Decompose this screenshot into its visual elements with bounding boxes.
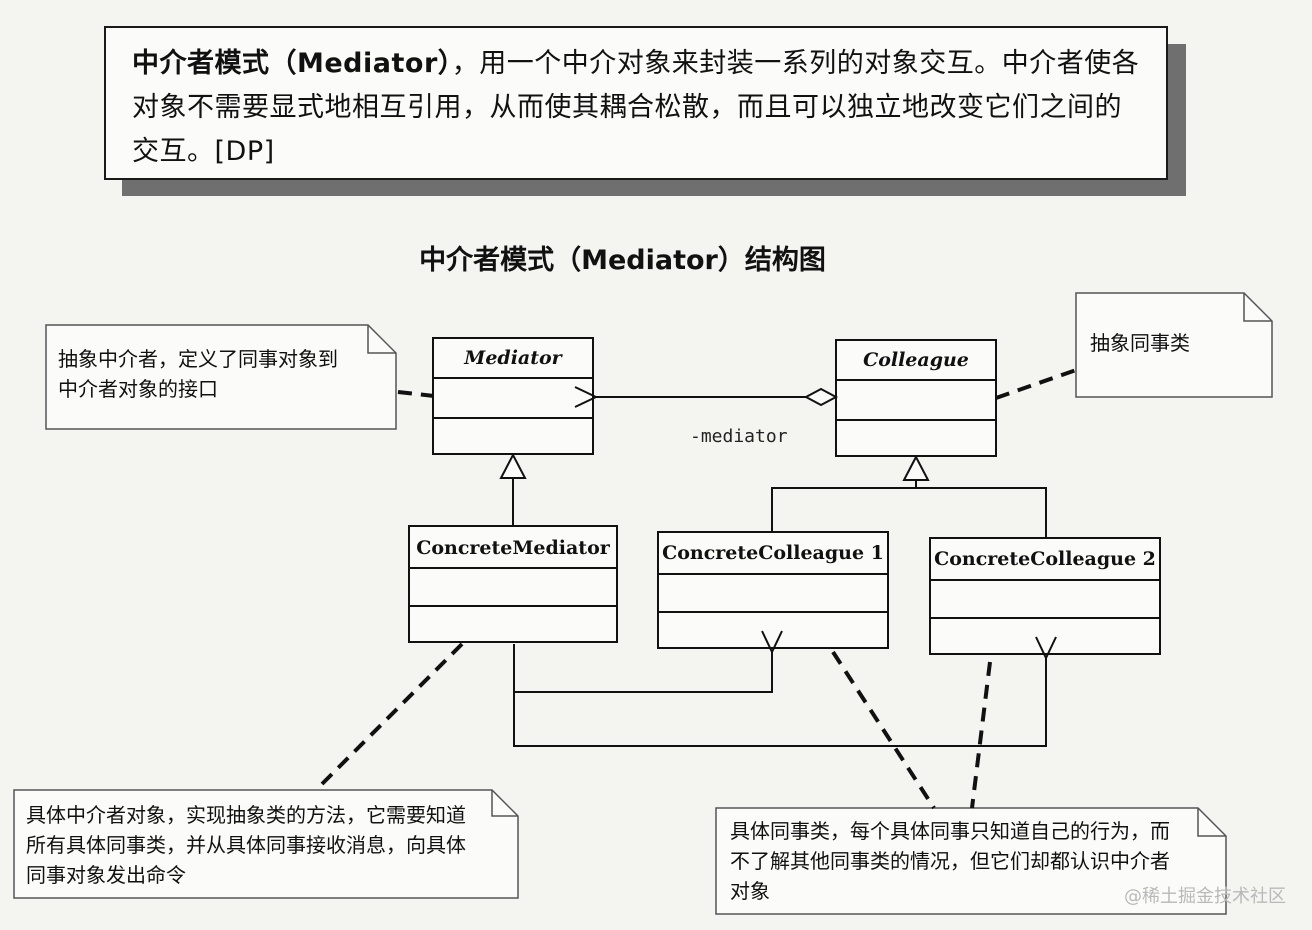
note-anchors [314,368,1077,810]
class-concrete-colleague-1-name: ConcreteColleague 1 [662,542,884,564]
watermark: @稀土掘金技术社区 [1124,886,1286,907]
note-abstract-colleague: 抽象同事类 [1090,331,1190,355]
class-concrete-colleague-2-name: ConcreteColleague 2 [934,548,1156,570]
definition-term: 中介者模式（Mediator） [132,48,452,79]
diagram-title: 中介者模式（Mediator）结构图 [419,245,826,276]
generalization-colleague [771,454,1047,538]
note-concrete-mediator: 具体中介者对象，实现抽象类的方法，它需要知道所有具体同事类，并从具体同事接收消息… [26,803,466,887]
definition-box: 中介者模式（Mediator），用一个中介对象来封装一系列的对象交互。中介者使各… [104,26,1168,180]
association-role-label: -mediator [690,426,788,447]
note-concrete-colleague: 具体同事类，每个具体同事只知道自己的行为，而不了解其他同事类的情况，但它们却都认… [730,819,1170,903]
aggregation-association [596,389,839,405]
note-abstract-mediator-shape [45,324,397,430]
note-abstract-colleague-shape [1075,292,1273,398]
generalization-mediator [499,452,527,526]
note-concrete-colleague-shape [715,807,1227,915]
note-abstract-mediator: 抽象中介者，定义了同事对象到中介者对象的接口 [58,347,338,401]
class-colleague-name: Colleague [863,349,969,371]
definition-text: ，用一个中介对象来封装一系列的对象交互。中介者使各对象不需要显式地相互引用，从而… [132,48,1140,167]
note-concrete-mediator-shape [13,789,519,899]
class-mediator-name: Mediator [464,347,562,369]
class-boxes [408,337,1161,655]
mediator-colleague-associations [513,644,1046,747]
class-concrete-mediator-name: ConcreteMediator [416,537,610,559]
